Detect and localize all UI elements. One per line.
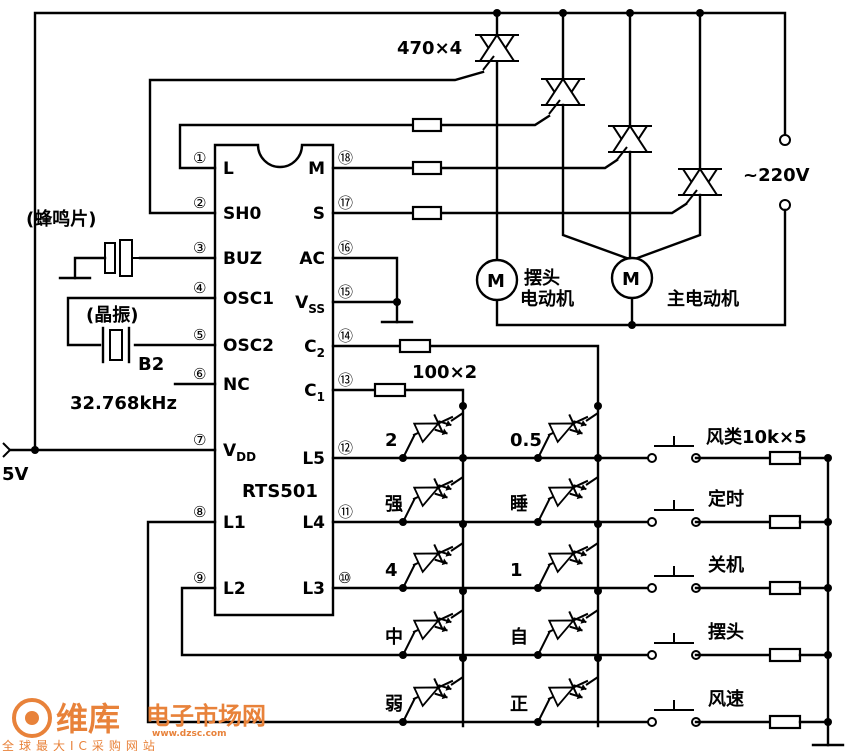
pin-label: L2 — [223, 579, 246, 599]
svg-text:M: M — [622, 269, 640, 290]
swing-motor-label-1: 摆头 — [524, 267, 560, 289]
led-matrix: 2 0.5 强 睡 4 1 中 自弱 正 — [385, 402, 602, 726]
led-indicator: 1 — [510, 520, 602, 592]
pin-number: ⑯ — [338, 239, 353, 257]
pin-number: ① — [193, 149, 206, 167]
pin-number: ⑬ — [338, 371, 353, 389]
pin-label: OSC2 — [223, 336, 274, 356]
led-indicator: 弱 — [385, 654, 467, 726]
supply-wire — [8, 11, 787, 452]
pin-label: AC — [299, 249, 325, 269]
pin-label: VDD — [223, 441, 256, 464]
pin-number: ③ — [193, 239, 206, 257]
switch-label: 摆头 — [708, 621, 744, 643]
switch-label: 定时 — [708, 488, 744, 510]
ic-name: RTS501 — [242, 481, 318, 502]
led-indicator: 4 — [385, 520, 467, 592]
switch-label-fan-type: 风类10k×5 — [706, 426, 807, 448]
switch-label: 关机 — [708, 554, 744, 576]
pin-label: NC — [223, 375, 250, 395]
push-switch[interactable]: 关机 — [647, 554, 832, 596]
swing-motor-icon — [475, 258, 519, 302]
pin-number: ⑨ — [193, 569, 206, 587]
pin-number: ⑥ — [193, 365, 206, 383]
supply-label: 5V — [2, 464, 29, 485]
svg-text:M: M — [487, 271, 505, 292]
led-label: 2 — [385, 430, 398, 451]
freq-label: 32.768kHz — [70, 393, 177, 414]
pin-number: ⑮ — [338, 283, 353, 301]
pin-label: L — [223, 159, 234, 179]
pin-number: ⑪ — [338, 503, 353, 521]
led-label: 强 — [385, 494, 403, 515]
pin-label: SH0 — [223, 204, 261, 224]
watermark: 维库 电子市场网 www.dzsc.com 全球最大IC采购网站 — [2, 698, 266, 751]
ic-body — [213, 143, 335, 617]
led-label: 睡 — [510, 494, 528, 515]
mains-label: ~220V — [743, 165, 810, 186]
led-indicator: 中 — [385, 587, 467, 659]
led-label: 4 — [385, 560, 398, 581]
pin-number: ⑱ — [338, 149, 353, 167]
ic-left-pins: ①L② SH0 ③ BUZ ④ OSC1 ⑤ OSC2 ⑥ NC ⑦ VDD ⑧ L1 ⑨ L2 — [193, 149, 274, 599]
pin-number: ② — [193, 194, 206, 212]
pin-label: L1 — [223, 513, 246, 533]
res-c-label: 100×2 — [412, 362, 477, 383]
pin-label: S — [313, 204, 325, 224]
led-indicator: 2 — [385, 402, 467, 462]
main-motor-icon — [610, 256, 654, 300]
pin-label: C1 — [304, 381, 325, 404]
crystal-label: (晶振) — [86, 304, 138, 326]
pin-number: ⑫ — [338, 439, 353, 457]
led-indicator: 自 — [510, 587, 602, 659]
pin-label: L3 — [302, 579, 325, 599]
switch-label: 风速 — [708, 688, 744, 710]
pin-label: C2 — [304, 337, 325, 360]
swing-motor-label-2: 电动机 — [520, 288, 574, 310]
led-label: 中 — [385, 626, 403, 648]
pin-number: ⑤ — [193, 326, 206, 344]
svg-text:维库: 维库 — [56, 700, 120, 738]
push-switch[interactable]: 摆头 — [647, 621, 832, 663]
led-indicator: 强 — [385, 454, 467, 526]
led-indicator: 正 — [510, 654, 602, 726]
main-motor-label: 主电动机 — [667, 288, 739, 310]
led-label: 正 — [510, 694, 528, 715]
crystal-ref: B2 — [138, 354, 164, 375]
push-switch[interactable]: 定时 — [647, 488, 832, 530]
svg-text:全球最大IC采购网站: 全球最大IC采购网站 — [2, 738, 160, 751]
push-switch[interactable] — [647, 435, 832, 466]
led-label: 弱 — [385, 694, 403, 715]
led-indicator: 睡 — [510, 454, 602, 526]
pin-number: ④ — [193, 279, 206, 297]
pin-label: BUZ — [223, 249, 262, 269]
led-label: 1 — [510, 560, 523, 581]
pin-number: ⑭ — [338, 327, 353, 345]
pin-label: OSC1 — [223, 289, 274, 309]
pin-label: L4 — [302, 513, 325, 533]
pin-label: VSS — [295, 293, 325, 316]
pin-number: ⑧ — [193, 503, 206, 521]
buzzer-label: (蜂鸣片) — [26, 208, 96, 230]
pin-number: ⑰ — [338, 194, 353, 212]
push-switch[interactable]: 风速 — [647, 688, 832, 730]
led-indicator: 0.5 — [510, 402, 602, 462]
res-top-label: 470×4 — [397, 38, 462, 59]
pin-number: ⑩ — [338, 569, 351, 587]
pin-label: M — [308, 159, 325, 179]
led-label: 自 — [510, 626, 528, 648]
pin-label: L5 — [302, 449, 325, 469]
led-label: 0.5 — [510, 430, 542, 451]
svg-text:www.dzsc.com: www.dzsc.com — [152, 729, 226, 739]
pin-number: ⑦ — [193, 431, 206, 449]
svg-text:电子市场网: 电子市场网 — [146, 702, 266, 730]
